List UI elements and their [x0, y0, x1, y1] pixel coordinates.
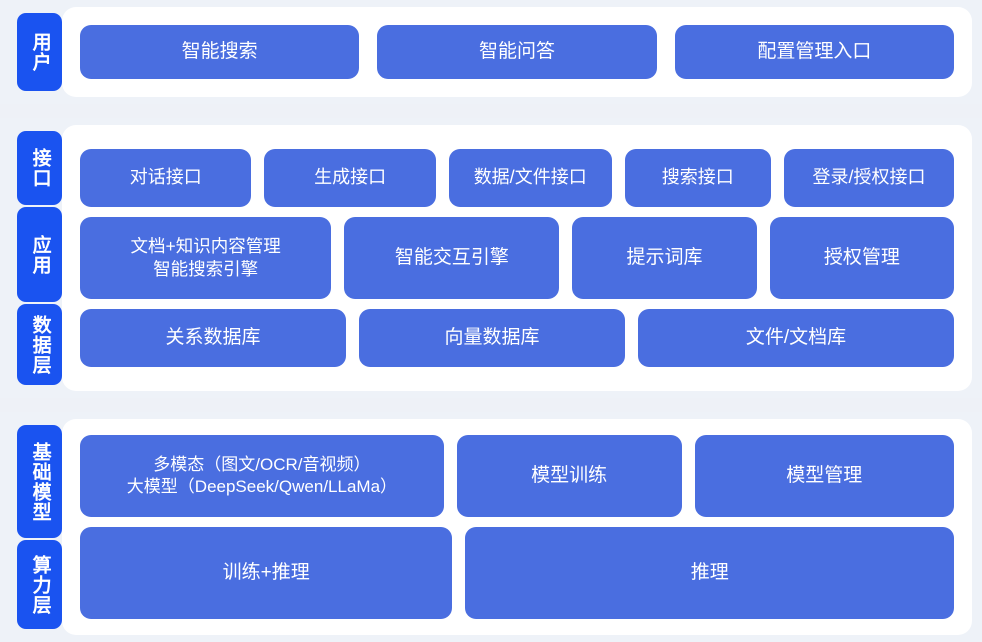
row-interface: 对话接口 生成接口 数据/文件接口 搜索接口 登录/授权接口	[80, 149, 954, 207]
node-relational-database[interactable]: 关系数据库	[80, 309, 346, 367]
node-config-management-entry[interactable]: 配置管理入口	[674, 25, 954, 79]
node-inference[interactable]: 推理	[465, 527, 954, 619]
node-training-and-inference[interactable]: 训练+推理	[80, 527, 453, 619]
node-data-file-interface[interactable]: 数据/文件接口	[448, 149, 612, 207]
node-doc-knowledge-management[interactable]: 文档+知识内容管理 智能搜索引擎	[80, 217, 332, 299]
rail-infrastructure-layer: 基础模型 算力层	[0, 412, 62, 642]
node-interaction-engine[interactable]: 智能交互引擎	[344, 217, 560, 299]
row-user-entry: 智能搜索 智能问答 配置管理入口	[80, 25, 954, 79]
node-search-interface[interactable]: 搜索接口	[624, 149, 772, 207]
section-infrastructure-layer: 基础模型 算力层 多模态（图文/OCR/音视频） 大模型（DeepSeek/Qw…	[0, 412, 982, 642]
card-platform-layer: 对话接口 生成接口 数据/文件接口 搜索接口 登录/授权接口 文档+知识内容管理…	[62, 125, 972, 391]
node-vector-database[interactable]: 向量数据库	[359, 309, 625, 367]
node-model-training[interactable]: 模型训练	[456, 435, 682, 517]
node-file-document-store[interactable]: 文件/文档库	[638, 309, 954, 367]
node-login-auth-interface[interactable]: 登录/授权接口	[784, 149, 954, 207]
row-application: 文档+知识内容管理 智能搜索引擎 智能交互引擎 提示词库 授权管理	[80, 217, 954, 299]
node-multimodal-large-model[interactable]: 多模态（图文/OCR/音视频） 大模型（DeepSeek/Qwen/LLaMa）	[80, 435, 444, 517]
node-dialog-interface[interactable]: 对话接口	[80, 149, 252, 207]
layer-tab-compute[interactable]: 算力层	[17, 540, 62, 629]
node-authorization-management[interactable]: 授权管理	[769, 217, 954, 299]
card-infrastructure-layer: 多模态（图文/OCR/音视频） 大模型（DeepSeek/Qwen/LLaMa）…	[62, 419, 972, 635]
layer-tab-foundation-model[interactable]: 基础模型	[17, 425, 62, 538]
layer-tab-user[interactable]: 用户	[17, 13, 62, 91]
row-data-store: 关系数据库 向量数据库 文件/文档库	[80, 309, 954, 367]
layer-tab-data[interactable]: 数据层	[17, 304, 62, 385]
rail-user-layer: 用户	[0, 0, 62, 104]
row-compute: 训练+推理 推理	[80, 527, 954, 619]
node-smart-search[interactable]: 智能搜索	[80, 25, 360, 79]
node-smart-qa[interactable]: 智能问答	[377, 25, 657, 79]
node-model-management[interactable]: 模型管理	[694, 435, 955, 517]
node-generation-interface[interactable]: 生成接口	[264, 149, 436, 207]
node-prompt-library[interactable]: 提示词库	[572, 217, 757, 299]
section-user-layer: 用户 智能搜索 智能问答 配置管理入口	[0, 0, 982, 104]
rail-platform-layer: 接口 应用 数据层	[0, 118, 62, 398]
layer-tab-application[interactable]: 应用	[17, 207, 62, 302]
card-user-layer: 智能搜索 智能问答 配置管理入口	[62, 7, 972, 97]
layer-tab-interface[interactable]: 接口	[17, 131, 62, 205]
section-platform-layer: 接口 应用 数据层 对话接口 生成接口 数据/文件接口 搜索接口 登录/授权接口…	[0, 118, 982, 398]
row-foundation-model: 多模态（图文/OCR/音视频） 大模型（DeepSeek/Qwen/LLaMa）…	[80, 435, 955, 517]
